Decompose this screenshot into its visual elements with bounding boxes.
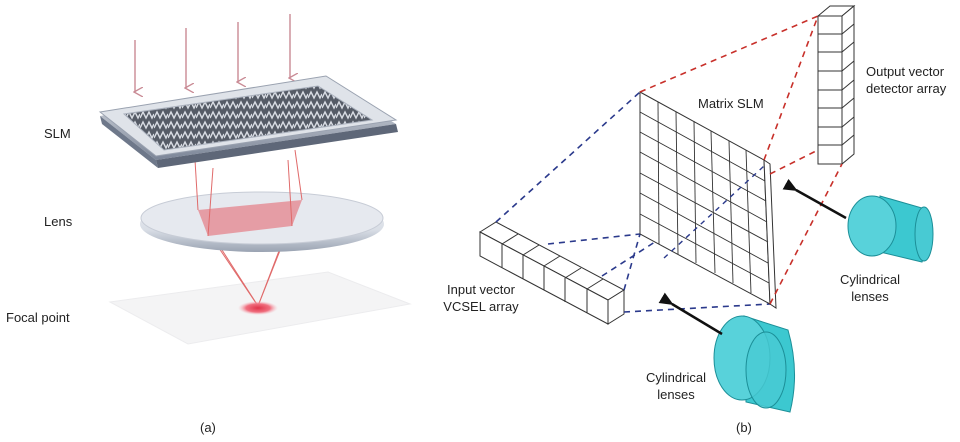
arrow-to-matrix-right — [782, 178, 847, 220]
label-matrix-slm: Matrix SLM — [698, 96, 764, 111]
label-lenses-right: lenses — [851, 289, 889, 304]
label-cylindrical-right: Cylindrical — [840, 272, 900, 287]
label-detector-array: detector array — [866, 81, 947, 96]
label-vcsel-array: VCSEL array — [443, 299, 519, 314]
incident-light-arrows — [135, 14, 290, 92]
output-beam-dashes — [639, 15, 843, 305]
cylindrical-lens-right — [847, 195, 934, 263]
label-lens: Lens — [44, 214, 73, 229]
label-slm: SLM — [44, 126, 71, 141]
label-output-vector: Output vector — [866, 64, 945, 79]
cylindrical-lens-bottom — [713, 315, 795, 413]
focal-spot — [238, 301, 278, 315]
label-input-vector: Input vector — [447, 282, 515, 297]
arrow-to-matrix-bottom — [658, 292, 723, 336]
caption-a: (a) — [200, 420, 216, 435]
label-lenses-bottom: lenses — [657, 387, 695, 402]
panel-b-diagram — [479, 4, 934, 413]
output-detector-array — [816, 4, 856, 166]
panel-a-diagram — [98, 14, 412, 345]
caption-b: (b) — [736, 420, 752, 435]
lens-illuminated-area — [198, 200, 302, 236]
label-cylindrical-bottom: Cylindrical — [646, 370, 706, 385]
slm-device — [98, 75, 398, 168]
slm-pixel-pattern — [122, 85, 374, 151]
reflected-beams — [194, 149, 303, 237]
label-focal-point: Focal point — [6, 310, 70, 325]
matrix-slm — [639, 91, 777, 309]
lens — [140, 191, 384, 252]
